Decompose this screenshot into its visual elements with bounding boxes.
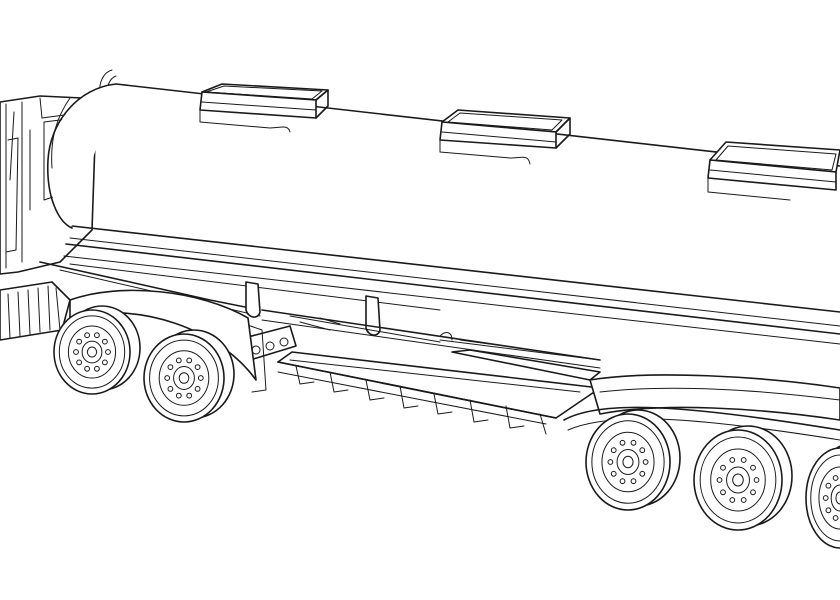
lug-nut <box>729 457 736 463</box>
lug-nut <box>197 375 204 381</box>
lug-nut <box>822 495 829 501</box>
lug-nut <box>639 470 646 477</box>
lug-nut <box>102 359 108 366</box>
lug-nut <box>832 515 839 521</box>
lug-nut <box>740 457 747 463</box>
lug-nut <box>825 507 832 514</box>
lug-nut <box>175 392 182 399</box>
tank-hatch-3 <box>707 141 840 201</box>
lug-nut <box>740 497 747 503</box>
lug-nut <box>167 386 174 392</box>
lug-nut <box>186 392 193 399</box>
lug-nut <box>642 459 649 465</box>
lug-nut <box>729 497 736 503</box>
lug-nut <box>175 357 182 364</box>
hanger-brackets <box>245 281 381 336</box>
lug-nut <box>105 349 111 355</box>
coupling-arm <box>209 311 297 393</box>
lug-nut <box>619 478 626 485</box>
lug-nut <box>164 375 171 381</box>
lug-nut <box>76 338 82 345</box>
tractor-fender <box>69 289 257 381</box>
tank-hatch-2 <box>439 109 571 165</box>
lug-nut <box>610 447 617 454</box>
wheels-group <box>53 305 840 549</box>
lug-nut <box>84 332 90 339</box>
tank-hatch-1 <box>199 83 329 133</box>
lug-nut <box>630 478 637 485</box>
lug-nut <box>94 365 100 372</box>
lug-nut <box>610 470 617 477</box>
trailer-rear-frame <box>563 374 840 441</box>
lug-nut <box>167 364 174 371</box>
lug-nut <box>716 477 723 483</box>
lug-nut <box>102 338 108 345</box>
lug-nut <box>753 477 760 483</box>
lug-nut <box>832 475 839 481</box>
lug-nut <box>607 459 614 465</box>
trailer-wheel-3 <box>805 445 840 549</box>
under-frame-rails <box>261 309 601 381</box>
lug-nut <box>76 359 82 366</box>
lug-nut <box>194 386 201 392</box>
lug-nut <box>84 365 90 372</box>
lug-nut <box>639 447 646 454</box>
lug-nut <box>186 357 193 364</box>
lug-nut <box>194 364 201 371</box>
lug-nut <box>720 464 726 471</box>
trailer-wheel-2 <box>693 425 793 531</box>
lug-nut <box>750 489 756 496</box>
trailer-wheel-1 <box>585 409 681 511</box>
lug-nut <box>619 439 626 446</box>
lug-nut <box>750 464 756 471</box>
tractor-wheel-1 <box>53 305 141 395</box>
lug-nut <box>94 332 100 339</box>
lug-nut <box>825 482 832 489</box>
lug-nut <box>720 489 726 496</box>
lug-nut <box>73 349 79 355</box>
lug-nut <box>630 439 637 446</box>
tractor-wheel-2 <box>143 329 235 423</box>
